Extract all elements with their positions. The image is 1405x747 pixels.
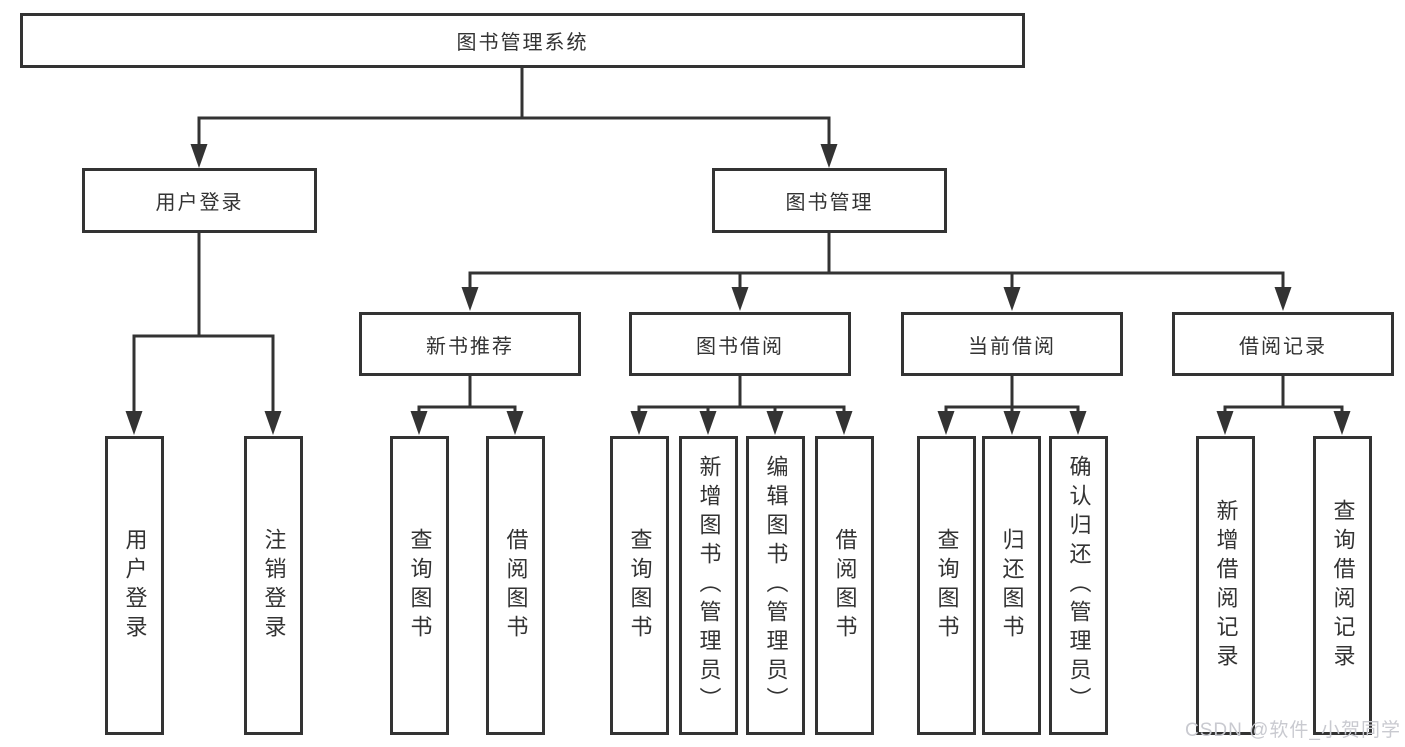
node-label: 借阅图书 — [503, 527, 529, 644]
node-label: 用户登录 — [122, 527, 148, 644]
node-label: 新书推荐 — [426, 335, 514, 358]
node-label: 确认归还（管理员） — [1066, 455, 1092, 716]
arrow-head — [699, 411, 717, 435]
arrow-head — [1333, 411, 1351, 435]
node-user-login: 用户登录 — [82, 168, 317, 233]
node-book-management: 图书管理 — [712, 168, 947, 233]
arrow-head — [835, 411, 853, 435]
node-label: 用户登录 — [155, 192, 244, 214]
node-label: 查询图书 — [627, 527, 653, 644]
node-current-borrow: 当前借阅 — [901, 312, 1123, 376]
node-label: 借阅图书 — [832, 527, 858, 644]
connector-root-to-level2 — [197, 68, 831, 160]
connector-borrow-records-to-children — [1223, 376, 1344, 426]
leaf-return-book: 归还图书 — [982, 436, 1041, 735]
node-label: 查询借阅记录 — [1330, 498, 1356, 673]
leaf-confirm-return-admin: 确认归还（管理员） — [1049, 436, 1108, 735]
connector-book-borrow-to-children — [637, 376, 846, 426]
leaf-borrow-books: 借阅图书 — [815, 436, 874, 735]
arrow-head — [506, 411, 524, 435]
leaf-query-books-recommend: 查询图书 — [390, 436, 449, 735]
leaf-edit-book-admin: 编辑图书（管理员） — [746, 436, 805, 735]
node-label: 新增借阅记录 — [1213, 498, 1239, 673]
csdn-watermark: CSDN @软件_小贺同学 — [1185, 720, 1401, 741]
arrow-head — [937, 411, 955, 435]
arrow-head — [1069, 411, 1087, 435]
node-label: 图书管理系统 — [456, 32, 589, 54]
leaf-add-book-admin: 新增图书（管理员） — [679, 436, 738, 735]
node-new-book-recommend: 新书推荐 — [359, 312, 581, 376]
arrow-head — [125, 411, 143, 435]
node-label: 当前借阅 — [968, 335, 1056, 358]
arrow-head — [1216, 411, 1234, 435]
arrow-head — [461, 287, 479, 311]
node-label: 归还图书 — [999, 527, 1025, 644]
node-label: 图书管理 — [785, 192, 874, 214]
arrow-head — [630, 411, 648, 435]
leaf-borrow-books-recommend: 借阅图书 — [486, 436, 545, 735]
node-label: 注销登录 — [261, 527, 287, 644]
node-library-management-system: 图书管理系统 — [20, 13, 1025, 68]
leaf-logout: 注销登录 — [244, 436, 303, 735]
arrow-head — [820, 144, 838, 168]
node-borrow-records: 借阅记录 — [1172, 312, 1394, 376]
arrow-head — [1274, 287, 1292, 311]
node-label: 新增图书（管理员） — [696, 455, 722, 716]
node-label: 查询图书 — [934, 527, 960, 644]
arrow-head — [410, 411, 428, 435]
arrow-head — [1003, 411, 1021, 435]
arrow-head — [766, 411, 784, 435]
leaf-user-login: 用户登录 — [105, 436, 164, 735]
leaf-query-borrow-record: 查询借阅记录 — [1313, 436, 1372, 735]
node-book-borrow: 图书借阅 — [629, 312, 851, 376]
connector-new-book-recommend-to-children — [417, 376, 517, 426]
leaf-query-books-borrow: 查询图书 — [610, 436, 669, 735]
arrow-head — [1003, 287, 1021, 311]
connector-user-login-to-children — [132, 233, 275, 426]
node-label: 编辑图书（管理员） — [763, 455, 789, 716]
leaf-query-books-current: 查询图书 — [917, 436, 976, 735]
arrow-head — [190, 144, 208, 168]
connector-book-management-to-level3 — [468, 233, 1285, 302]
node-label: 借阅记录 — [1239, 335, 1327, 358]
arrow-head — [731, 287, 749, 311]
arrow-head — [264, 411, 282, 435]
arrow-heads — [125, 144, 1351, 435]
node-label: 查询图书 — [407, 527, 433, 644]
node-label: 图书借阅 — [696, 335, 784, 358]
leaf-add-borrow-record: 新增借阅记录 — [1196, 436, 1255, 735]
